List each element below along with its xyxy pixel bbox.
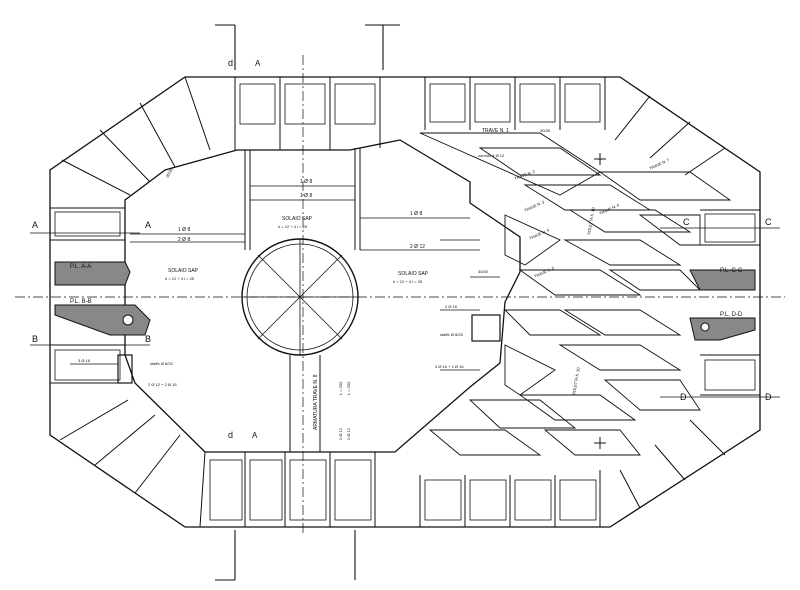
rebar-note-6: 2 Ø 12 xyxy=(410,244,425,250)
vertical-note-2: L = 250 xyxy=(338,381,343,395)
slab-label-right-sub: h = 12 + 4 i = 25 xyxy=(393,279,423,284)
rebar-note-1: 1 Ø 8 xyxy=(300,179,312,185)
rebar-note-2: 1 Ø 8 xyxy=(300,193,312,199)
detail-section-dd xyxy=(689,317,756,341)
rebar-note-4: 2 Ø 8 xyxy=(178,237,190,243)
beam-size-center: 30/30 xyxy=(478,269,489,274)
bottom-marker-d: d xyxy=(228,430,233,440)
rebar-note-11: 3 Ø 16 xyxy=(78,358,91,363)
section-mark-c-inner: C xyxy=(683,217,690,227)
vertical-note-3: L = 250 xyxy=(346,381,351,395)
top-marker-d: d xyxy=(228,58,233,68)
octagon-outline xyxy=(49,76,761,528)
section-cut-markers xyxy=(215,24,400,581)
cross-markers xyxy=(594,153,606,449)
cordolo-label: cordolo 4 Ø 12 xyxy=(478,153,505,158)
slab-label-left-sub: h = 12 + 4 i = 25 xyxy=(165,276,195,281)
detail-section-bb xyxy=(54,304,151,336)
rebar-note-5: 1 Ø 8 xyxy=(410,211,422,217)
slab-label-center: SOLAIO SAP xyxy=(282,216,313,222)
slab-label-soletta-2: SOLETTA h. 10 xyxy=(571,366,581,395)
label-section-cc: P.L. C-C xyxy=(720,268,743,274)
section-mark-b-left: B xyxy=(32,334,38,344)
perimeter-ribs xyxy=(50,76,760,528)
annotation-leaders xyxy=(70,185,500,371)
beam-size-left: 30/30 xyxy=(165,167,175,179)
beam-label-1: TRAVE N. 1 xyxy=(482,128,509,134)
label-section-dd: P.L. D-D xyxy=(720,312,743,318)
rebar-note-8: 4 Ø 16 + 2 Ø 16 xyxy=(435,364,464,369)
detail-beam-box xyxy=(117,314,501,384)
cut-marker-labels: d A d A xyxy=(228,58,261,440)
slab-labels: SOLAIO SAP h = 12 + 4 i = 25 SOLAIO SAP … xyxy=(165,216,429,284)
vertical-note-1: ARMATURA TRAVE N. 8 xyxy=(313,374,319,430)
section-mark-d-right: D xyxy=(765,392,772,402)
detail-section-aa xyxy=(54,261,131,286)
top-marker-a: A xyxy=(255,59,261,68)
section-letters: A A B B C C D D xyxy=(32,217,772,402)
rebar-note-9: 2 Ø 16 xyxy=(445,304,458,309)
beam-label-1-size: 30/30 xyxy=(540,128,551,133)
center-axes xyxy=(15,55,785,535)
detail-section-cc xyxy=(689,269,756,291)
section-mark-b-inner: B xyxy=(145,334,151,344)
slab-label-left: SOLAIO SAP xyxy=(168,268,199,274)
rebar-note-3: 1 Ø 8 xyxy=(178,227,190,233)
vertical-note-4: 2 Ø 12 xyxy=(338,427,343,440)
slab-label-soletta-1: SOLETTA h. 10 xyxy=(586,206,596,235)
rebar-notes: 1 Ø 8 1 Ø 8 1 Ø 8 2 Ø 8 1 Ø 8 2 Ø 12 sta… xyxy=(78,167,489,387)
bottom-marker-a: A xyxy=(252,431,258,440)
rebar-note-7: staffe Ø 8/20 xyxy=(150,361,174,366)
slab-label-right: SOLAIO SAP xyxy=(398,271,429,277)
section-mark-a-inner: A xyxy=(145,220,151,230)
section-cut-lines xyxy=(30,227,780,398)
vertical-notes: ARMATURA TRAVE N. 8 L = 250 L = 250 2 Ø … xyxy=(313,374,351,440)
rebar-note-10: staffe Ø 8/25 xyxy=(440,332,464,337)
section-mark-d-inner: D xyxy=(680,392,687,402)
section-mark-c-right: C xyxy=(765,217,772,227)
label-section-bb: P.L. B-B xyxy=(70,299,92,305)
label-section-aa: P.L. A-A xyxy=(70,264,91,270)
diagonal-beam-grid xyxy=(419,132,732,456)
rebar-note-12: 2 Ø 12 + 2 Ø 16 xyxy=(148,382,177,387)
vertical-note-5: 2 Ø 12 xyxy=(346,427,351,440)
section-detail-labels: P.L. A-A P.L. B-B P.L. C-C P.L. D-D xyxy=(70,264,743,318)
slab-label-center-sub: h = 12 + 4 i = 25 xyxy=(278,224,308,229)
section-mark-a-left: A xyxy=(32,220,38,230)
